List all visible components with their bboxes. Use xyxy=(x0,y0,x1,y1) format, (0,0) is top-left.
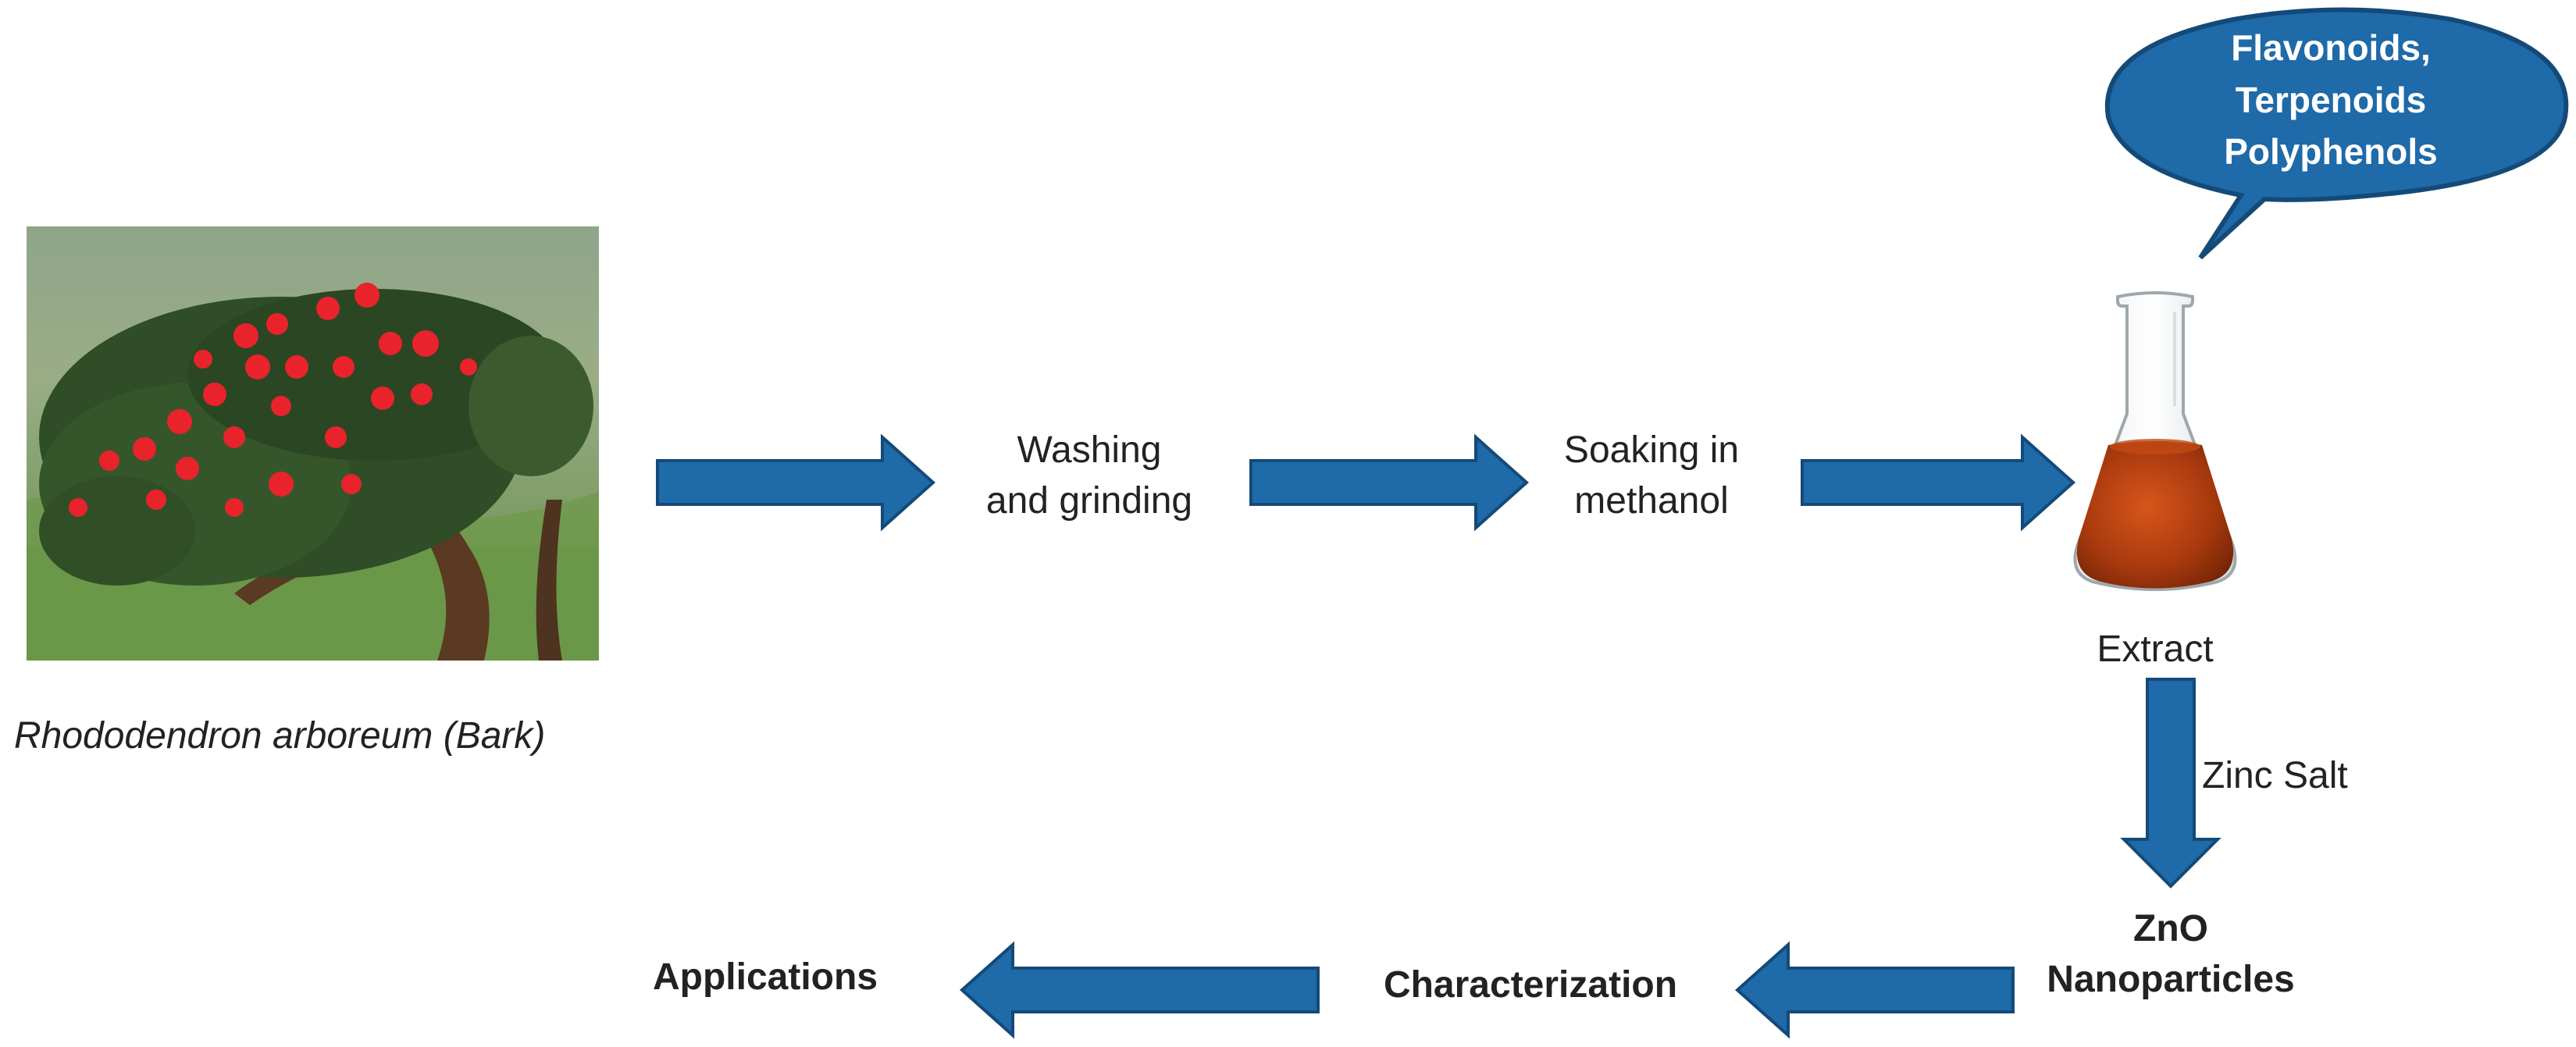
washing-line-2: and grinding xyxy=(985,479,1193,522)
zno-line-2: Nanoparticles xyxy=(2047,958,2295,1000)
characterization-label: Characterization xyxy=(1383,964,1678,1006)
bubble-line-3: Polyphenols xyxy=(2224,131,2438,173)
bubble-line-1: Flavonoids, xyxy=(2231,27,2431,68)
rhododendron-photo xyxy=(27,226,599,661)
plant-caption: Rhododendron arboreum (Bark) xyxy=(14,715,546,757)
arrow-zno-to-characterization xyxy=(1734,941,2015,1039)
bubble-line-2: Terpenoids xyxy=(2235,79,2427,120)
applications-label: Applications xyxy=(652,956,878,998)
washing-label: Washing and grinding xyxy=(917,426,1261,527)
zinc-salt-label: Zinc Salt xyxy=(2202,755,2348,796)
soaking-line-1: Soaking in xyxy=(1563,429,1740,471)
extract-label: Extract xyxy=(2097,629,2214,670)
zno-label: ZnO Nanoparticles xyxy=(2015,904,2327,1006)
compounds-speech-bubble xyxy=(2104,7,2569,260)
arrow-characterization-to-applications xyxy=(959,941,1320,1039)
arrow-soaking-to-extract xyxy=(1801,433,2076,532)
zno-line-1: ZnO xyxy=(2133,908,2208,949)
arrow-washing-to-soaking xyxy=(1249,433,1530,532)
arrow-extract-to-zno xyxy=(2120,678,2221,889)
soaking-line-2: methanol xyxy=(1574,479,1729,522)
bubble-text: Flavonoids, Terpenoids Polyphenols xyxy=(2155,22,2507,178)
arrow-plant-to-washing xyxy=(656,433,936,532)
extract-flask-icon xyxy=(2073,291,2237,591)
washing-line-1: Washing xyxy=(1017,429,1162,471)
soaking-label: Soaking in methanol xyxy=(1488,426,1815,527)
